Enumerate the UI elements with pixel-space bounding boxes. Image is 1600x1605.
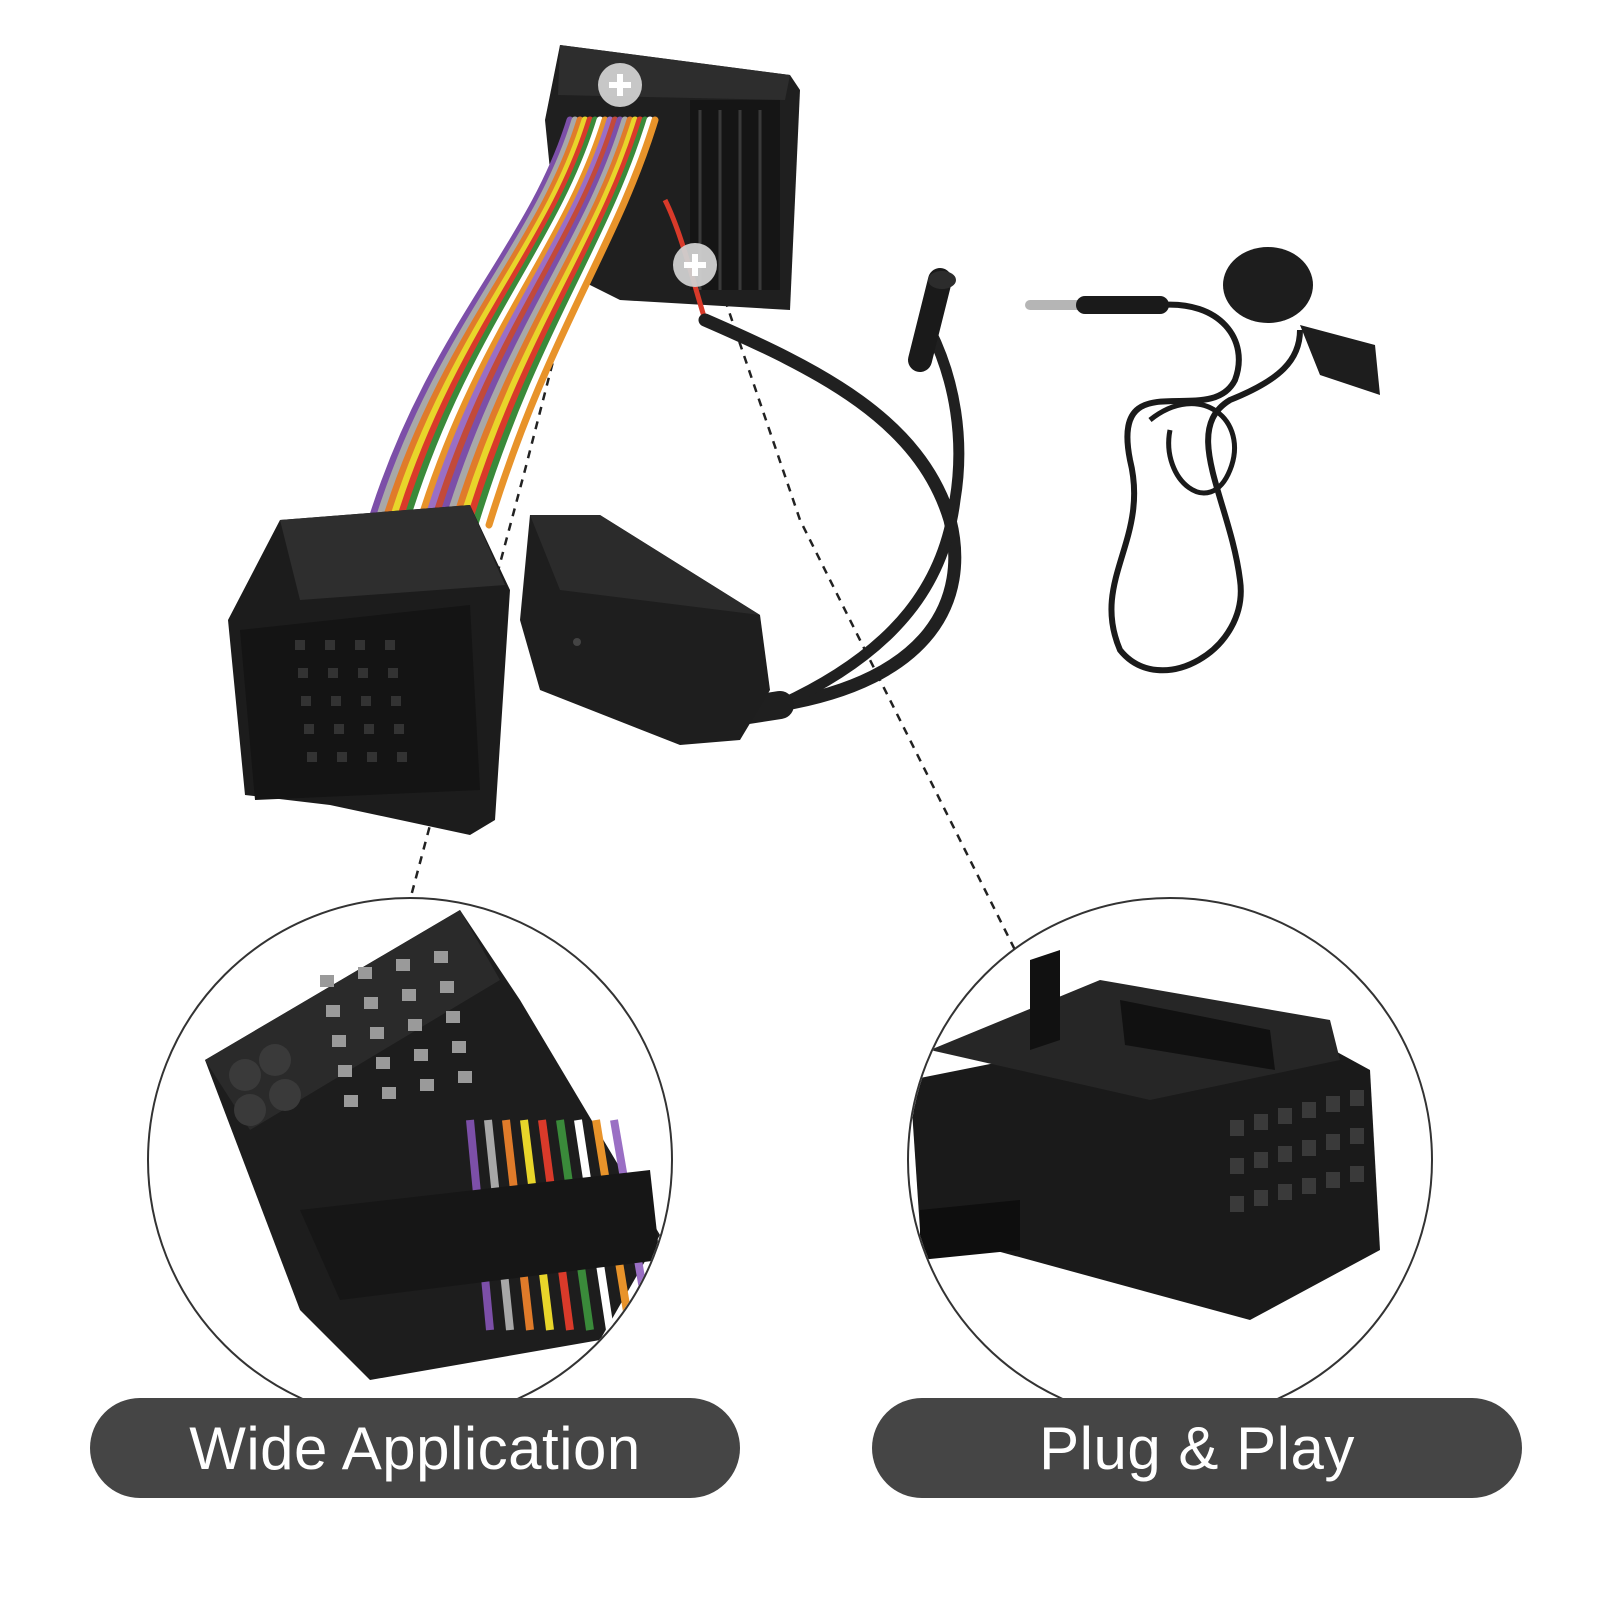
plus-icon	[673, 243, 717, 287]
pin	[434, 951, 448, 963]
pin-hole	[328, 668, 338, 678]
pin-hole	[325, 640, 335, 650]
wide-application-label: Wide Application	[90, 1398, 740, 1498]
socket-hole	[1230, 1158, 1244, 1174]
pin	[446, 1011, 460, 1023]
socket-hole	[1350, 1128, 1364, 1144]
pin-hole	[301, 696, 311, 706]
zoom-circle-left	[147, 897, 673, 1423]
wire	[408, 116, 604, 529]
pin	[420, 1079, 434, 1091]
wire	[450, 116, 634, 529]
socket-hole	[1302, 1140, 1316, 1156]
socket-grid	[1230, 1090, 1364, 1212]
socket-hole	[1254, 1152, 1268, 1168]
socket-hole	[1350, 1166, 1364, 1182]
socket-hole	[1278, 1146, 1292, 1162]
pin	[332, 1035, 346, 1047]
pin-hole	[307, 752, 317, 762]
socket-hole	[1302, 1178, 1316, 1194]
pin-hole	[334, 724, 344, 734]
pin-hole	[298, 668, 308, 678]
pin-hole	[385, 640, 395, 650]
wire-bundle	[366, 116, 659, 529]
pin	[440, 981, 454, 993]
pin	[344, 1095, 358, 1107]
wire	[436, 116, 624, 529]
pin-hole	[361, 696, 371, 706]
wire	[464, 116, 644, 529]
wire	[373, 116, 579, 529]
zoom-pin-grid	[320, 951, 472, 1107]
pin	[402, 989, 416, 1001]
pin-hole	[394, 724, 404, 734]
wire	[415, 116, 609, 529]
socket-hole	[1302, 1102, 1316, 1118]
pin	[452, 1041, 466, 1053]
socket-hole	[1278, 1108, 1292, 1124]
pin-hole	[397, 752, 407, 762]
pin-hole	[337, 752, 347, 762]
pin	[396, 959, 410, 971]
pin	[414, 1049, 428, 1061]
pin	[326, 1005, 340, 1017]
wire	[443, 116, 629, 529]
pin-hole	[364, 724, 374, 734]
wire	[387, 116, 589, 529]
pin	[370, 1027, 384, 1039]
pin-hole	[355, 640, 365, 650]
wire	[422, 116, 614, 529]
socket-hole	[1254, 1190, 1268, 1206]
socket-hole	[1254, 1114, 1268, 1130]
pin-hole	[358, 668, 368, 678]
pin	[320, 975, 334, 987]
pin-hole	[391, 696, 401, 706]
pin	[376, 1057, 390, 1069]
cables	[698, 268, 965, 726]
leader-line-right	[718, 284, 1022, 961]
zoom-circle-right	[907, 897, 1433, 1423]
socket-hole	[1350, 1090, 1364, 1106]
bluetooth-module	[520, 515, 770, 745]
wire	[380, 116, 584, 529]
pin-hole	[388, 668, 398, 678]
pin	[382, 1087, 396, 1099]
wire	[394, 116, 594, 529]
pin	[364, 997, 378, 1009]
pin	[458, 1071, 472, 1083]
socket-hole	[1326, 1172, 1340, 1188]
pin	[338, 1065, 352, 1077]
wire	[485, 116, 659, 529]
wire	[366, 116, 574, 529]
pin-hole	[295, 640, 305, 650]
pin-hole	[304, 724, 314, 734]
wire	[429, 116, 619, 529]
quadlock-connector	[228, 505, 510, 835]
socket-hole	[1326, 1096, 1340, 1112]
socket-hole	[1278, 1184, 1292, 1200]
socket-hole	[1326, 1134, 1340, 1150]
pin-hole	[331, 696, 341, 706]
pin	[408, 1019, 422, 1031]
socket-hole	[1230, 1120, 1244, 1136]
pin-grid	[295, 640, 407, 762]
pin	[358, 967, 372, 979]
socket-hole	[1230, 1196, 1244, 1212]
wire	[401, 116, 599, 529]
wire	[457, 116, 639, 529]
wire	[478, 116, 654, 529]
microphone-cable	[1025, 247, 1380, 674]
plus-icon	[598, 63, 642, 107]
plug-and-play-label: Plug & Play	[872, 1398, 1522, 1498]
wire	[471, 116, 649, 529]
pin-hole	[367, 752, 377, 762]
